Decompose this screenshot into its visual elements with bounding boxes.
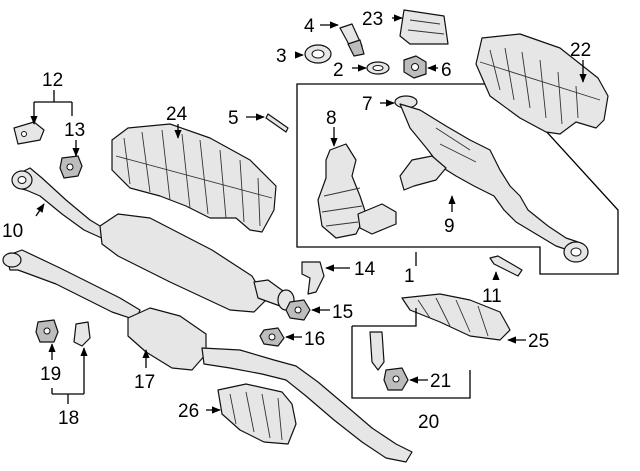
insulator-15-part[interactable] (285, 299, 311, 321)
callout-2: 2 (333, 60, 344, 81)
oxygen-sensor-part[interactable] (339, 23, 365, 57)
callout-labels: 1 2 3 4 5 6 7 8 9 10 11 12 13 14 15 16 1… (2, 9, 591, 433)
callout-11: 11 (482, 286, 502, 307)
callout-12-bracket (30, 90, 73, 125)
callout-3: 3 (276, 46, 287, 67)
heat-shield-upper-part[interactable] (475, 33, 609, 135)
callout-5: 5 (228, 108, 239, 129)
callout-17: 17 (134, 372, 155, 393)
callout-19: 19 (40, 364, 61, 385)
callout-13: 13 (64, 120, 85, 141)
gasket-3-part[interactable] (304, 44, 332, 64)
callout-18: 18 (58, 408, 79, 429)
callout-1: 1 (404, 266, 415, 287)
insulator-21-part[interactable] (383, 367, 409, 391)
callout-6: 6 (441, 60, 452, 81)
callout-23: 23 (362, 9, 383, 30)
heat-shield-center-part[interactable] (111, 123, 277, 233)
bracket-12-part[interactable] (13, 121, 45, 145)
callout-25: 25 (528, 331, 549, 352)
gasket-2-part[interactable] (366, 61, 390, 75)
hanger-bracket-20-part[interactable] (369, 331, 385, 371)
callout-22: 22 (570, 40, 591, 61)
callout-20: 20 (418, 412, 439, 433)
heat-shield-bottom-part[interactable] (217, 383, 297, 445)
nut-part[interactable] (403, 55, 427, 79)
rear-muffler-tailpipe-part[interactable] (2, 249, 413, 463)
callout-8: 8 (326, 108, 337, 129)
leader-lines (35, 14, 587, 414)
callout-12: 12 (42, 70, 63, 91)
hanger-13-part[interactable] (59, 155, 83, 179)
callout-16: 16 (304, 329, 325, 350)
front-pipe-part[interactable] (11, 167, 111, 241)
bolt-part[interactable] (489, 255, 523, 277)
heat-shield-lower-part[interactable] (401, 293, 511, 341)
insulator-19-part[interactable] (35, 319, 59, 343)
callout-20-bracket (351, 308, 471, 399)
hanger-bracket-14-part[interactable] (301, 261, 325, 295)
callout-7: 7 (362, 94, 373, 115)
catalytic-converter-part[interactable] (317, 143, 397, 239)
callout-15: 15 (332, 302, 353, 323)
insulator-16-part[interactable] (259, 327, 285, 347)
callout-18-bracket (48, 343, 88, 404)
callout-10: 10 (2, 221, 23, 242)
callout-24: 24 (166, 104, 188, 125)
callout-26: 26 (178, 401, 199, 422)
bracket-18-part[interactable] (73, 321, 91, 347)
front-pipe-converter-part[interactable] (399, 103, 589, 263)
callout-21: 21 (430, 371, 451, 392)
intermediate-muffler-part[interactable] (99, 213, 295, 313)
stud-part[interactable] (265, 113, 289, 133)
gasket-plate-part[interactable] (399, 9, 449, 45)
callout-9: 9 (444, 216, 455, 237)
callout-4: 4 (304, 16, 315, 37)
callout-14: 14 (354, 259, 376, 280)
